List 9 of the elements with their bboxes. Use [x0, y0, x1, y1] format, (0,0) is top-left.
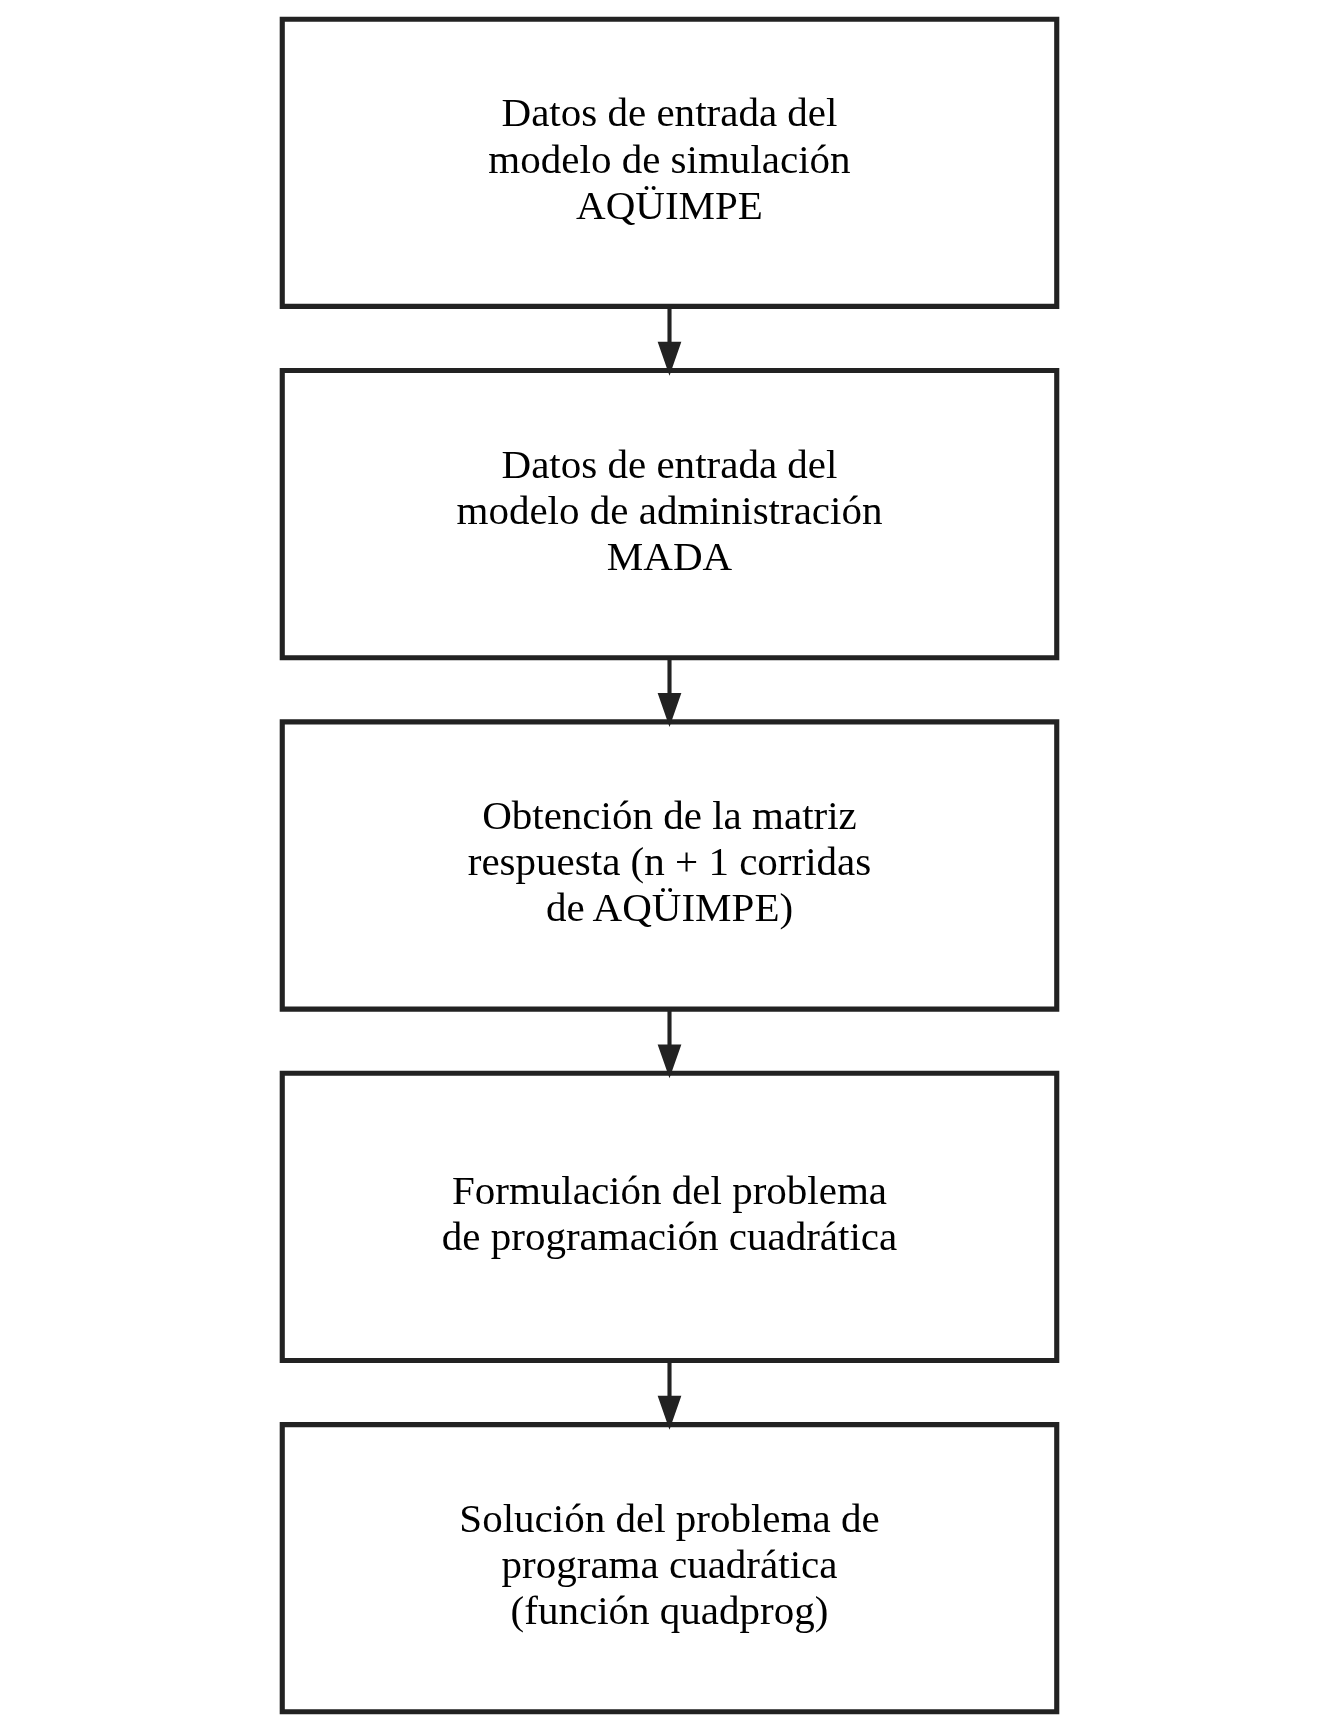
arrow [657, 1361, 681, 1430]
node-box: Formulación del problema de programación cuadrática [279, 1070, 1059, 1363]
arrow [657, 658, 681, 727]
node-box: Datos de entrada del modelo de administración MADA [279, 368, 1059, 661]
arrow [657, 1009, 681, 1079]
node-box: Solución del problema de programa cuadrática (función quadprog) [279, 1422, 1059, 1715]
arrow [657, 307, 681, 376]
node-box: Datos de entrada del modelo de simulación AQÜIMPE [279, 16, 1059, 309]
node-box: Obtención de la matriz respuesta (n + 1 corridas de AQÜIMPE) [279, 719, 1059, 1012]
